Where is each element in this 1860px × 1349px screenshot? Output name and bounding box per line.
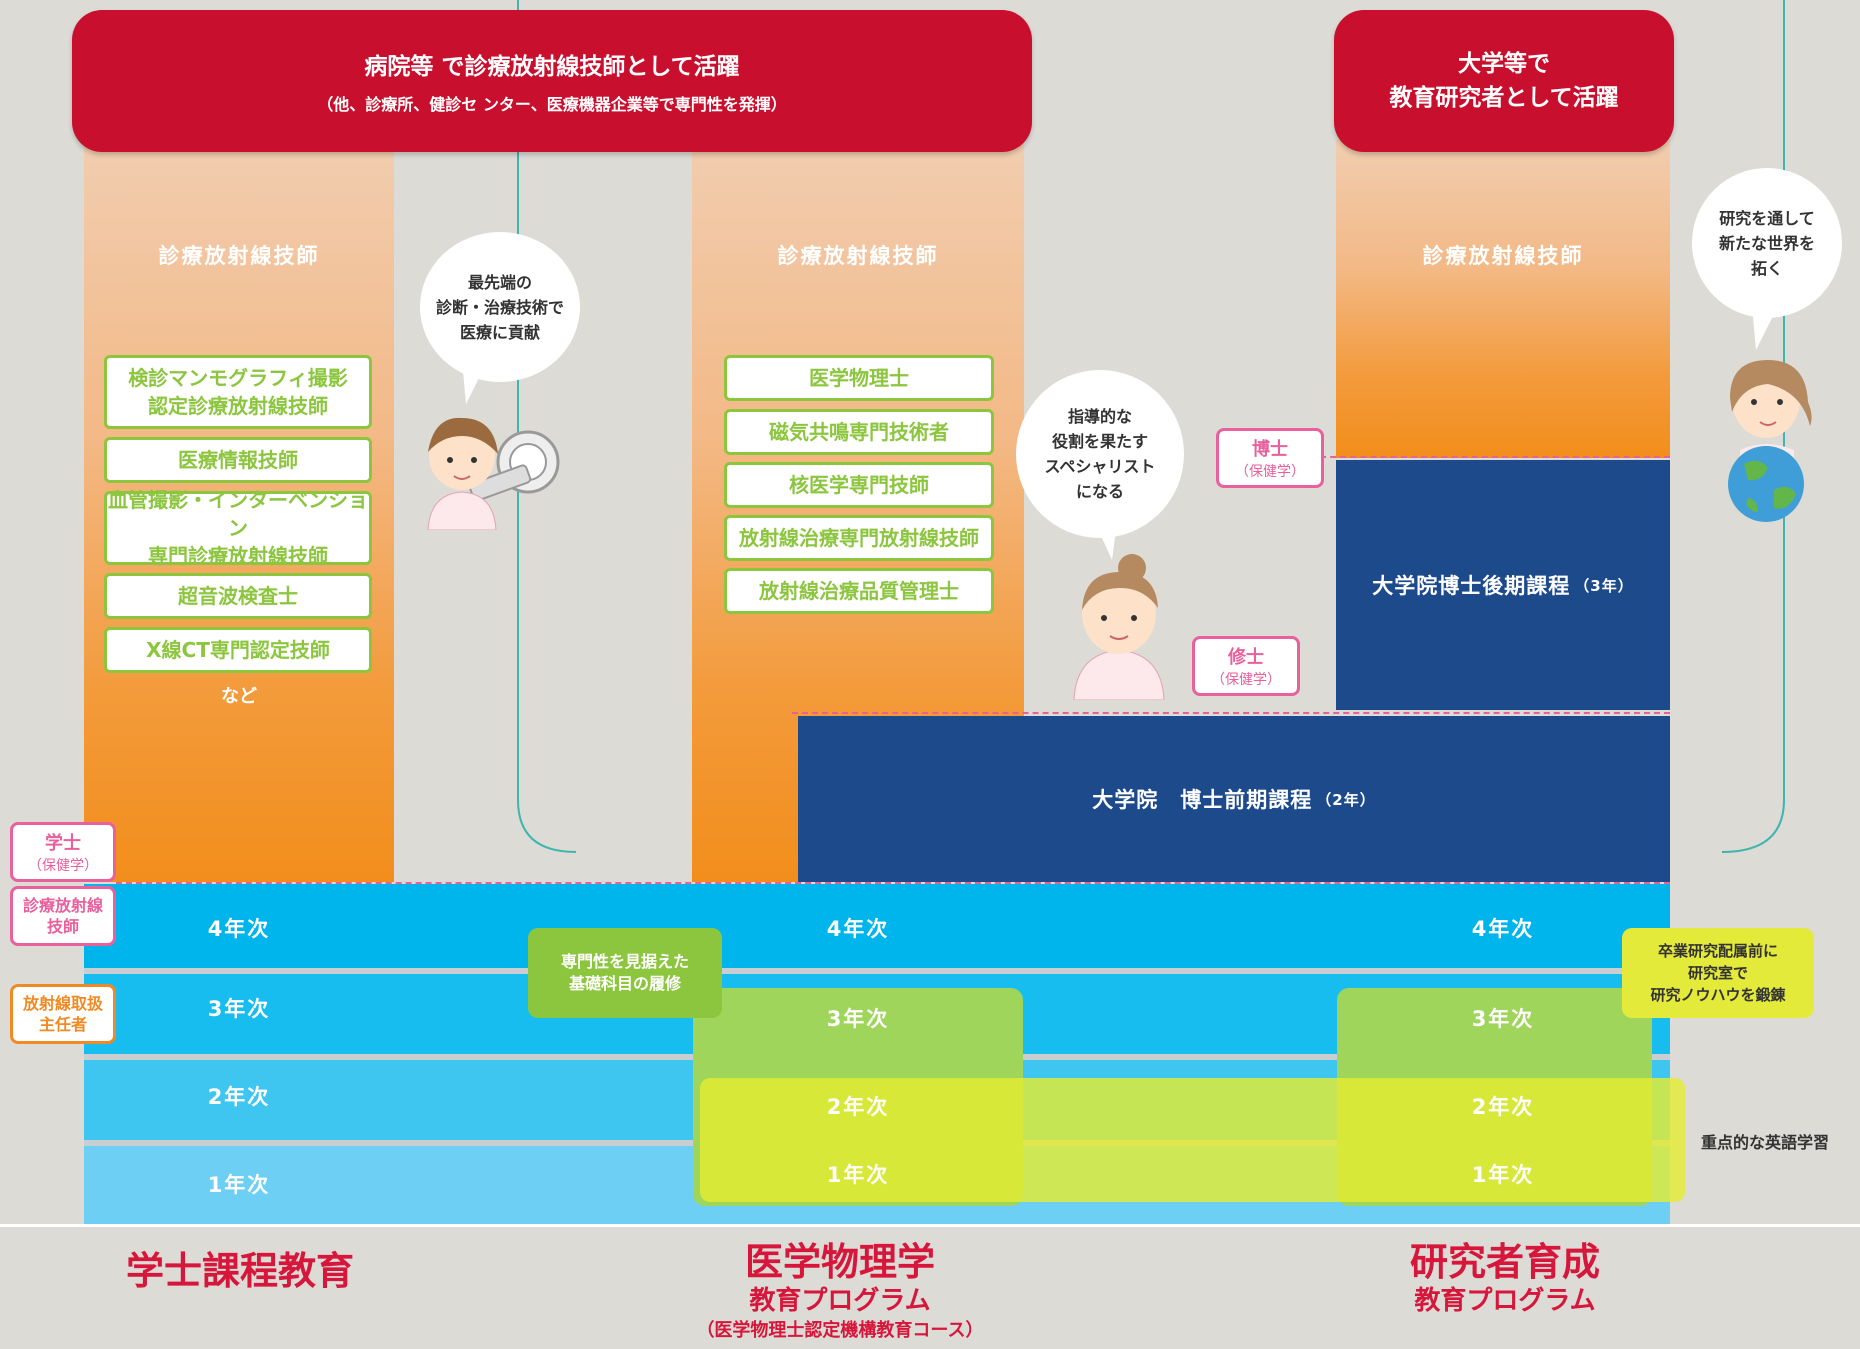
column-3-title: 診療放射線技師 xyxy=(1422,244,1584,268)
bubble-line: スペシャリスト xyxy=(1044,457,1156,476)
english-note: 重点的な英語学習 xyxy=(1700,1133,1829,1152)
speech-bubble-2: 指導的な 役割を果たす スペシャリスト になる xyxy=(1016,370,1184,538)
phd-line xyxy=(1320,456,1670,458)
year4-label: 4年次 xyxy=(1471,917,1535,941)
cert-radiotherapy: 放射線治療専門放射線技師 xyxy=(724,515,994,561)
degree-name: 博士 xyxy=(1252,439,1288,460)
program-title-line: 教育プログラム xyxy=(749,1286,931,1316)
degree-sub: （保健学） xyxy=(1235,464,1305,480)
bubble-line: 新たな世界を xyxy=(1718,233,1815,253)
career-column-3 xyxy=(1336,140,1670,458)
band-divider xyxy=(84,968,1670,974)
doctor-course-label: 大学院博士後期課程 xyxy=(1372,574,1571,598)
cert-ct: X線CT専門認定技師 xyxy=(104,627,372,673)
master-course-years: （2年） xyxy=(1316,790,1376,809)
license-line: 診療放射線 xyxy=(22,896,103,915)
year2-label: 2年次 xyxy=(826,1095,890,1119)
cert-mri: 磁気共鳴専門技術者 xyxy=(724,409,994,455)
degree-sub: （保健学） xyxy=(28,858,98,874)
program-title-line: 研究者育成 xyxy=(1409,1240,1600,1284)
cert-nuclear: 核医学専門技師 xyxy=(724,462,994,508)
year4-label: 4年次 xyxy=(826,917,890,941)
degree-name: 修士 xyxy=(1228,647,1264,668)
radiation-supervisor-label: 放射線取扱 主任者 xyxy=(10,984,116,1044)
hospital-banner-subtitle: （他、診療所、健診セ ンター、医療機器企業等で専門性を発揮） xyxy=(317,95,787,114)
bubble-line: 診断・治療技術で xyxy=(435,297,564,317)
note-line: 研究室で xyxy=(1687,964,1748,982)
radiation-line: 主任者 xyxy=(38,1015,87,1034)
cert-medical-physicist: 医学物理士 xyxy=(724,355,994,401)
etc-label: など xyxy=(221,686,257,707)
english-area xyxy=(700,1078,1685,1202)
bachelor-degree-label: 学士 （保健学） xyxy=(10,822,116,882)
year2-label: 2年次 xyxy=(1471,1095,1535,1119)
year2-label: 2年次 xyxy=(207,1085,271,1109)
medical-physics-program-title: 医学物理学 教育プログラム （医学物理士認定機構教育コース） xyxy=(590,1240,1090,1344)
year1-label: 1年次 xyxy=(1471,1163,1535,1187)
basic-subjects-note: 専門性を見据えた 基礎科目の履修 xyxy=(528,928,722,1018)
year3-label: 3年次 xyxy=(826,1007,890,1031)
radiation-line: 放射線取扱 xyxy=(22,994,103,1013)
bubble-line: 最先端の xyxy=(467,272,532,292)
column-2-title: 診療放射線技師 xyxy=(777,244,939,268)
researcher-program-title: 研究者育成 教育プログラム xyxy=(1300,1240,1710,1318)
technician-illustration xyxy=(427,417,560,530)
doctor-course: 大学院博士後期課程（3年） xyxy=(1336,460,1670,710)
note-line: 基礎科目の履修 xyxy=(568,974,681,993)
column-1-title: 診療放射線技師 xyxy=(158,244,320,268)
cert-angiography: 血管撮影・インターベンション 専門診療放射線技師 xyxy=(104,488,372,568)
license-label: 診療放射線 技師 xyxy=(10,886,116,946)
bubble-line: 拓く xyxy=(1750,258,1783,278)
cert-qa: 放射線治療品質管理士 xyxy=(724,568,994,614)
note-line: 卒業研究配属前に xyxy=(1657,942,1778,960)
degree-sub: （保健学） xyxy=(1211,672,1281,688)
note-line: 研究ノウハウを鍛錬 xyxy=(1650,986,1786,1004)
master-degree-label: 修士 （保健学） xyxy=(1192,636,1300,696)
university-banner-line1: 大学等で xyxy=(1458,51,1550,77)
bubble-line: 研究を通して xyxy=(1719,208,1815,228)
researcher-illustration xyxy=(1728,360,1812,522)
master-course: 大学院 博士前期課程（2年） xyxy=(798,716,1670,882)
speech-bubble-1: 最先端の 診断・治療技術で 医療に貢献 xyxy=(420,232,580,382)
program-title-line: （医学物理士認定機構教育コース） xyxy=(696,1320,984,1341)
note-line: 専門性を見据えた xyxy=(560,952,689,971)
bubble-line: 役割を果たす xyxy=(1051,432,1148,451)
year3-label: 3年次 xyxy=(207,997,271,1021)
doctor-course-years: （3年） xyxy=(1574,576,1634,595)
cert-line: 専門診療放射線技師 xyxy=(148,544,328,568)
cert-line: 検診マンモグラフィ撮影 xyxy=(128,366,348,390)
specialist-illustration xyxy=(1073,554,1165,700)
bubble-line: 医療に貢献 xyxy=(459,322,540,342)
cert-line: 認定診療放射線技師 xyxy=(148,394,328,418)
bachelor-program-title: 学士課程教育 xyxy=(125,1249,354,1293)
bubble-line: 指導的な xyxy=(1067,407,1132,426)
degree-name: 学士 xyxy=(45,833,81,854)
program-title-line: 医学物理学 xyxy=(744,1240,935,1284)
university-banner: 大学等で 教育研究者として活躍 xyxy=(1334,10,1674,152)
master-course-label: 大学院 博士前期課程 xyxy=(1092,788,1313,812)
bachelor-line xyxy=(116,882,1670,884)
cert-medical-info: 医療情報技師 xyxy=(104,437,372,483)
bubble-line: になる xyxy=(1075,482,1124,501)
bottom-divider xyxy=(0,1224,1860,1227)
university-banner-line2: 教育研究者として活躍 xyxy=(1389,85,1619,111)
year4-label: 4年次 xyxy=(207,917,271,941)
year3-label: 3年次 xyxy=(1471,1007,1535,1031)
master-line xyxy=(792,712,1670,714)
license-line: 技師 xyxy=(46,917,79,936)
lab-training-note: 卒業研究配属前に 研究室で 研究ノウハウを鍛錬 xyxy=(1622,928,1814,1018)
year1-label: 1年次 xyxy=(207,1173,271,1197)
year1-label: 1年次 xyxy=(826,1163,890,1187)
hospital-banner: 病院等 で診療放射線技師として活躍 （他、診療所、健診セ ンター、医療機器企業等… xyxy=(72,10,1032,152)
speech-bubble-3: 研究を通して 新たな世界を 拓く xyxy=(1692,168,1842,318)
program-title-line: 教育プログラム xyxy=(1414,1286,1596,1316)
cert-line: 血管撮影・インターベンション xyxy=(108,488,368,540)
cert-mammography: 検診マンモグラフィ撮影 認定診療放射線技師 xyxy=(104,355,372,429)
year4-band xyxy=(84,884,1670,968)
hospital-banner-title: 病院等 で診療放射線技師として活躍 xyxy=(364,54,740,80)
phd-degree-label: 博士 （保健学） xyxy=(1216,428,1324,488)
cert-ultrasound: 超音波検査士 xyxy=(104,573,372,619)
